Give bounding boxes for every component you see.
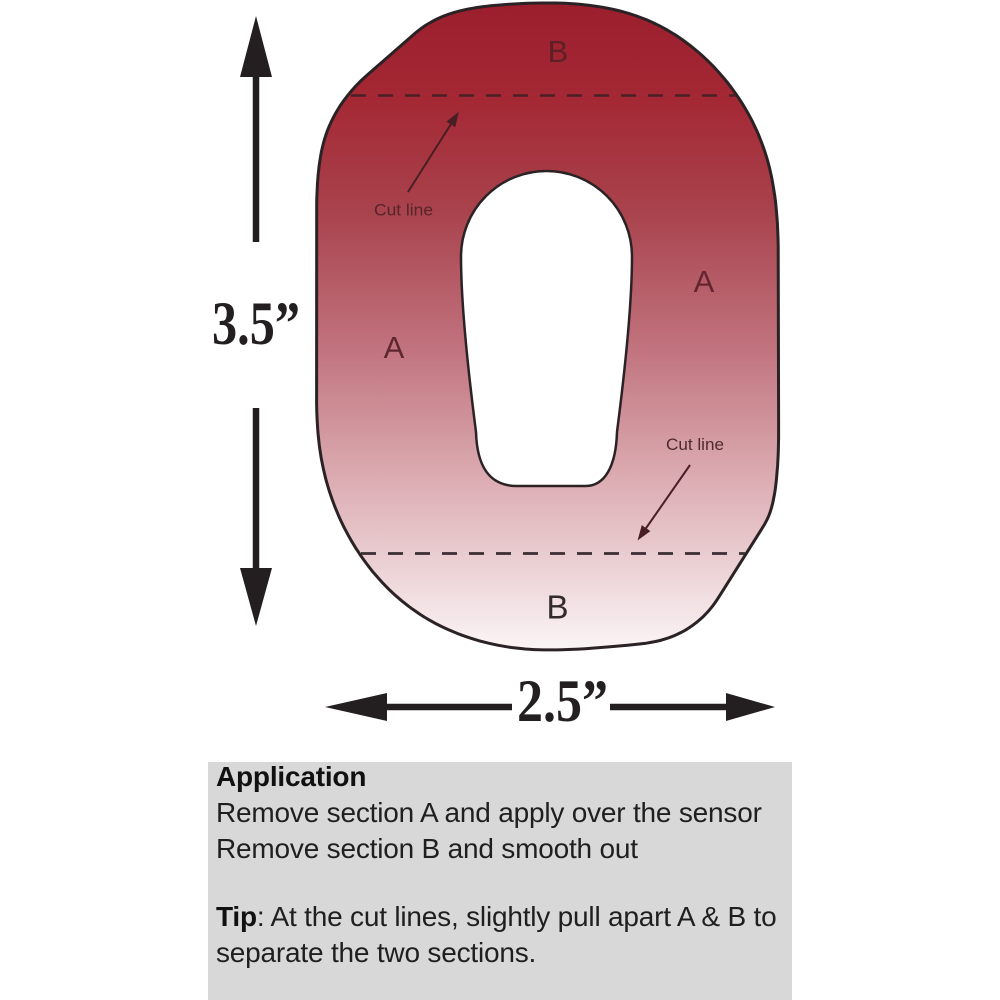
svg-text:Cut line: Cut line [666,435,724,454]
svg-text:Cut line: Cut line [374,201,433,220]
svg-text:3.5”: 3.5” [212,291,300,358]
svg-text:2.5”: 2.5” [517,668,608,734]
svg-text:B: B [546,589,568,626]
svg-text:B: B [548,34,569,69]
svg-text:A: A [384,330,405,365]
svg-text:A: A [694,264,715,299]
